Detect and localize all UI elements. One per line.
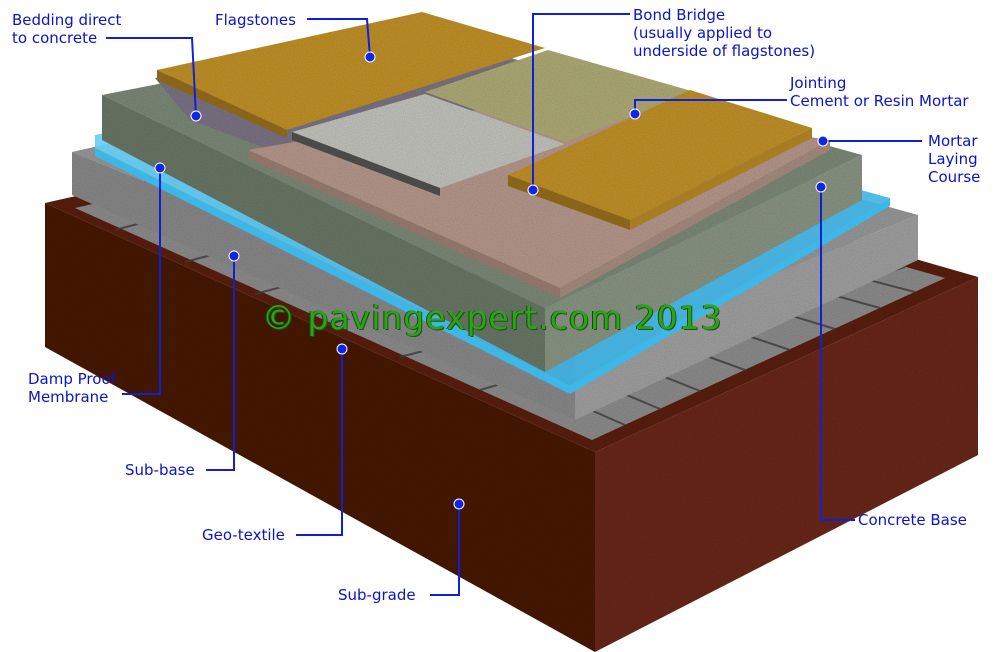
label-mortar-line-1: Mortar [928, 132, 980, 150]
dot-mortar [818, 136, 828, 146]
dot-jointing [630, 109, 640, 119]
label-sub-base: Sub-base [125, 461, 195, 479]
label-bond-bridge-line-2: (usually applied to [633, 24, 815, 42]
label-bedding-line-1: Bedding direct [12, 11, 121, 29]
label-mortar-laying-course: Mortar Laying Course [928, 132, 980, 186]
dot-bedding [191, 111, 201, 121]
label-concrete-base: Concrete Base [858, 511, 967, 529]
label-jointing-line-2: Cement or Resin Mortar [790, 92, 969, 110]
dot-sub-grade [454, 499, 464, 509]
label-jointing: Jointing Cement or Resin Mortar [790, 74, 969, 110]
label-bond-bridge-line-3: underside of flagstones) [633, 42, 815, 60]
label-bedding-line-2: to concrete [12, 29, 121, 47]
dot-geo-textile [337, 344, 347, 354]
label-bond-bridge-line-1: Bond Bridge [633, 6, 815, 24]
label-damp-proof-membrane: Damp Proof Membrane [28, 370, 116, 406]
label-flagstones: Flagstones [215, 11, 296, 29]
label-mortar-line-2: Laying [928, 150, 980, 168]
label-dpm-line-1: Damp Proof [28, 370, 116, 388]
label-jointing-line-1: Jointing [790, 74, 969, 92]
dot-dpm [155, 163, 165, 173]
label-bedding-direct-to-concrete: Bedding direct to concrete [12, 11, 121, 47]
dot-sub-base [229, 251, 239, 261]
dot-bond-bridge [528, 185, 538, 195]
label-dpm-line-2: Membrane [28, 388, 116, 406]
label-sub-grade: Sub-grade [338, 586, 416, 604]
label-geo-textile: Geo-textile [202, 526, 285, 544]
label-mortar-line-3: Course [928, 168, 980, 186]
label-bond-bridge: Bond Bridge (usually applied to undersid… [633, 6, 815, 60]
copyright-watermark: © pavingexpert.com 2013 [262, 298, 723, 337]
dot-flagstones [365, 52, 375, 62]
dot-concrete-base [816, 182, 826, 192]
